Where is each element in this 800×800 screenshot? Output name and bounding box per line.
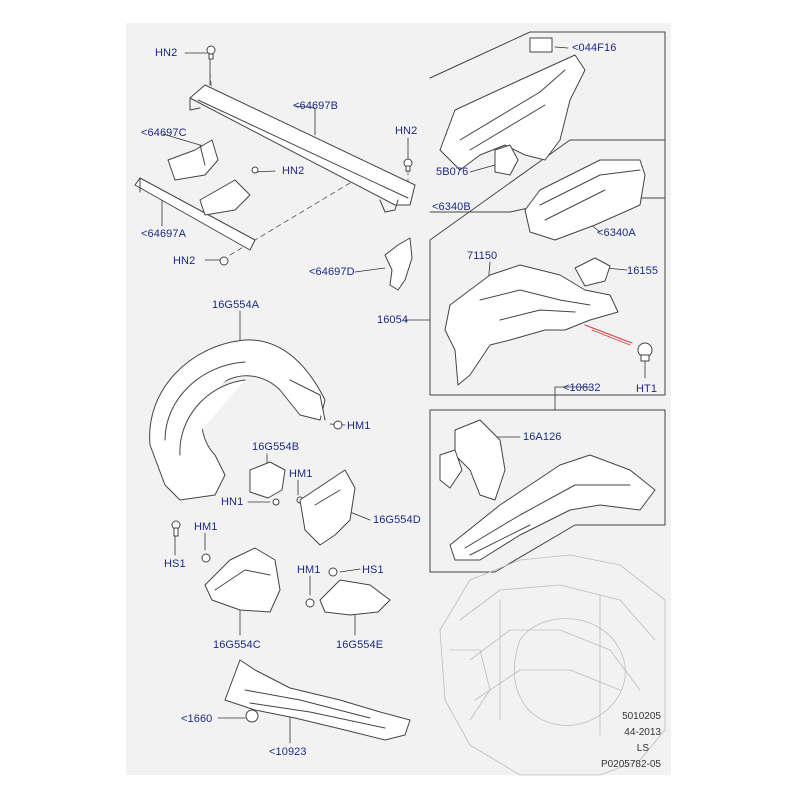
label-6340a: <6340A	[597, 227, 636, 239]
label-hm1-liner: HM1	[347, 420, 371, 432]
footer-ref-3: LS	[636, 743, 649, 754]
label-64697b: <64697B	[293, 100, 339, 112]
shield-16g554d	[299, 469, 356, 546]
rail-6340b	[439, 37, 586, 176]
cross-member-10923	[224, 659, 411, 741]
label-6340b: <6340B	[432, 201, 471, 213]
label-hn2-mid: HN2	[282, 165, 305, 177]
label-hn2-right: HN2	[395, 125, 418, 137]
vehicle-frame-ghost	[439, 554, 666, 776]
footer-ref-2: 44-2013	[624, 727, 661, 738]
label-16g554c: 16G554C	[213, 639, 261, 651]
label-16g554a: 16G554A	[212, 299, 260, 311]
label-044f16: <044F16	[572, 42, 617, 54]
bracket-64697d	[384, 237, 413, 291]
wheelhouse-71150	[444, 257, 619, 386]
label-16g554b: 16G554B	[252, 441, 300, 453]
label-64697a: <64697A	[141, 228, 187, 240]
liner-16g554a	[149, 339, 326, 501]
label-10923: <10923	[269, 746, 307, 758]
label-hm1-b: HM1	[289, 468, 313, 480]
rail-6340a	[524, 159, 646, 241]
label-1660: <1660	[181, 713, 213, 725]
label-5b076: 5B076	[436, 166, 469, 178]
label-hm1-d: HM1	[297, 564, 321, 576]
label-hn2-top: HN2	[155, 47, 178, 59]
label-hs1-left: HS1	[164, 558, 186, 570]
label-16054: 16054	[377, 314, 409, 326]
label-16g554d: 16G554D	[373, 514, 421, 526]
label-16a126: 16A126	[523, 431, 562, 443]
label-hs1-right: HS1	[362, 564, 384, 576]
rail-10632	[449, 454, 656, 561]
label-hn1: HN1	[221, 496, 244, 508]
label-16155: 16155	[627, 265, 659, 277]
label-ht1: HT1	[636, 383, 658, 395]
bar-64697a	[134, 177, 256, 251]
label-10632: <10632	[563, 382, 601, 394]
shield-16g554e	[319, 579, 391, 616]
leader-lines	[161, 46, 646, 744]
panel-16a126	[439, 419, 506, 501]
cross-member-64697b	[189, 84, 416, 213]
label-64697d: <64697D	[309, 266, 355, 278]
label-16g554e: 16G554E	[336, 639, 384, 651]
group-box-10632	[429, 409, 666, 573]
footer-ref-4: P0205782-05	[600, 759, 661, 770]
shield-16g554b	[249, 461, 286, 499]
footer-ref-1: 5010205	[622, 711, 661, 722]
bracket-64697c	[167, 139, 219, 181]
label-hm1-c: HM1	[194, 521, 218, 533]
label-64697c: <64697C	[141, 127, 187, 139]
shield-16g554c	[204, 547, 281, 613]
label-71150: 71150	[467, 250, 498, 262]
label-hn2-bottom: HN2	[173, 255, 196, 267]
